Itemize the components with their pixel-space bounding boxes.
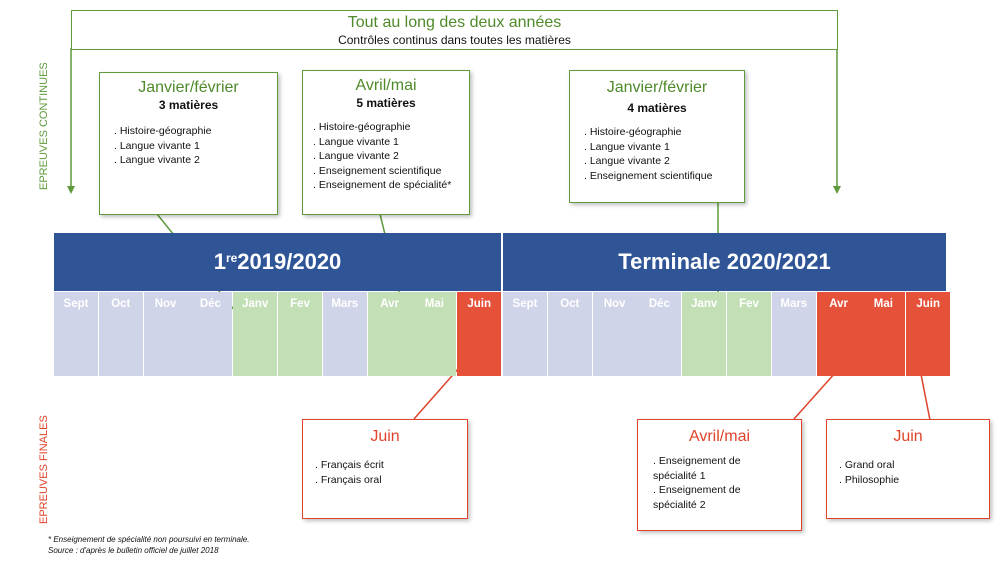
final-box-juin-1: Juin . Français écrit . Français oral: [302, 419, 468, 519]
month-cell: Nov: [592, 292, 637, 376]
list-item: . Enseignement de spécialité 2: [653, 484, 741, 511]
footnote-note: * Enseignement de spécialité non poursui…: [48, 535, 250, 544]
continuous-box-janfeb-1: Janvier/février 3 matières . Histoire-gé…: [99, 72, 278, 215]
continuous-box-avrmai: Avril/mai 5 matières . Histoire-géograph…: [302, 70, 470, 215]
box-title: Janvier/février: [138, 79, 239, 96]
list-item: . Enseignement de spécialité 1: [653, 455, 741, 482]
month-cell: Juin: [457, 292, 502, 376]
month-cell: Avr: [816, 292, 861, 376]
list-item: . Histoire-géographie: [313, 121, 411, 133]
year-sup: re: [225, 251, 238, 265]
box-list: . Français écrit . Français oral: [315, 458, 467, 487]
year-rest: 2019/2020: [237, 249, 342, 274]
month-cell: Mai: [861, 292, 906, 376]
month-cell: Janv: [682, 292, 727, 376]
month-cell: Mars: [322, 292, 367, 376]
month-cell: Sept: [503, 292, 547, 376]
list-item: . Enseignement scientifique: [584, 169, 713, 182]
box-title: Avril/mai: [688, 428, 751, 445]
list-item: . Langue vivante 1: [313, 135, 399, 148]
list-item: . Histoire-géographie: [114, 125, 212, 137]
list-item: . Français écrit: [315, 459, 384, 471]
list-item: . Langue vivante 2: [313, 150, 399, 162]
month-cell: Juin: [906, 292, 951, 376]
list-item: . Enseignement de spécialité*: [313, 179, 452, 191]
box-title: Juin: [370, 428, 400, 445]
box-list: . Enseignement de spécialité 1 . Enseign…: [653, 454, 753, 512]
box-count: 3 matières: [158, 98, 219, 112]
continuous-box-janfeb-2: Janvier/février 4 matières . Histoire-gé…: [569, 70, 745, 203]
list-item: . Enseignement scientifique: [313, 164, 442, 177]
box-list: . Histoire-géographie . Langue vivante 1…: [114, 124, 277, 168]
month-cell: Oct: [547, 292, 592, 376]
month-cell: Déc: [637, 292, 682, 376]
banner-title: Tout au long des deux années: [347, 14, 562, 31]
side-label-final: EPREUVES FINALES: [38, 415, 50, 524]
box-list: . Grand oral . Philosophie: [839, 458, 989, 487]
footnote-source: Source : d'après le bulletin officiel de…: [48, 546, 219, 555]
month-cell: Avr: [367, 292, 412, 376]
month-cell: Mai: [412, 292, 457, 376]
list-item: . Langue vivante 2: [584, 155, 670, 167]
final-box-avrmai: Avril/mai . Enseignement de spécialité 1…: [637, 419, 802, 531]
month-cell: Fev: [727, 292, 771, 376]
box-list: . Histoire-géographie . Langue vivante 1…: [584, 125, 744, 183]
box-count: 4 matières: [627, 101, 687, 115]
final-box-juin-2: Juin . Grand oral . Philosophie: [826, 419, 990, 519]
month-cell: Oct: [98, 292, 143, 376]
year-prefix: 1: [213, 249, 226, 274]
list-item: . Grand oral: [839, 459, 895, 471]
month-cell: Nov: [143, 292, 188, 376]
box-title: Janvier/février: [606, 79, 708, 96]
continuous-banner: Tout au long des deux années Contrôles c…: [71, 10, 838, 50]
list-item: . Philosophie: [839, 473, 900, 486]
list-item: . Langue vivante 1: [114, 139, 200, 152]
month-cell: Fev: [278, 292, 322, 376]
box-list: . Histoire-géographie . Langue vivante 1…: [313, 120, 469, 193]
month-cell: Janv: [233, 292, 278, 376]
banner-subtitle: Contrôles continus dans toutes les matiè…: [338, 33, 571, 47]
box-count: 5 matières: [356, 96, 416, 110]
list-item: . Histoire-géographie: [584, 126, 682, 138]
month-cell: Mars: [771, 292, 816, 376]
list-item: . Langue vivante 1: [584, 140, 670, 153]
list-item: . Langue vivante 2: [114, 154, 200, 166]
box-title: Juin: [893, 428, 923, 445]
year-label: Terminale 2020/2021: [618, 249, 831, 274]
year-band-terminale: Terminale 2020/2021: [503, 233, 946, 291]
month-cell: Sept: [54, 292, 98, 376]
month-cell: Déc: [188, 292, 233, 376]
list-item: . Français oral: [315, 473, 382, 486]
side-label-continuous: EPREUVES CONTINUES: [38, 62, 50, 190]
box-title: Avril/mai: [355, 77, 417, 94]
